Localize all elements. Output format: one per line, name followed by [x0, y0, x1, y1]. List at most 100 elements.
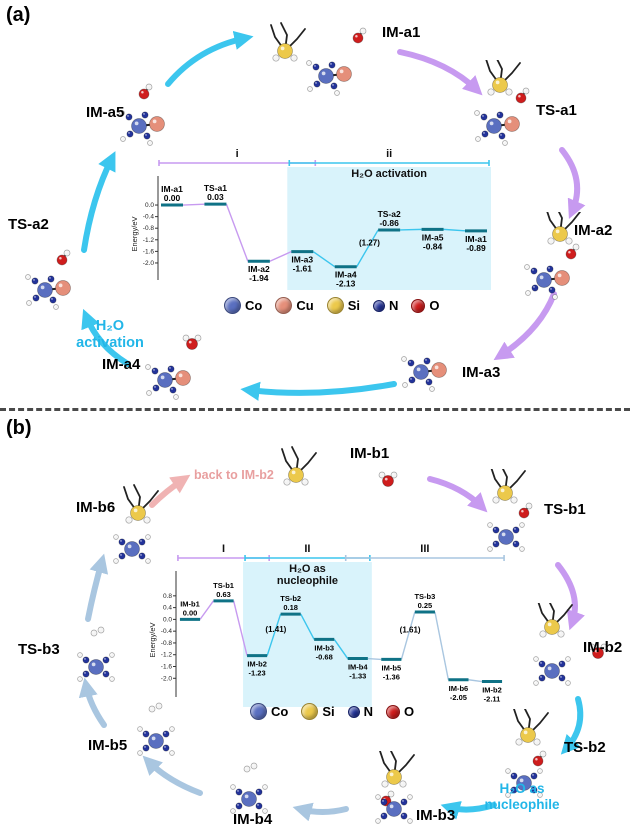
region-title: H₂O activation — [351, 168, 427, 180]
level-energy: -1.94 — [249, 273, 269, 283]
region-label: III — [420, 543, 429, 555]
molecule-label-TS-a2: TS-a2 — [8, 216, 49, 233]
water-glyph — [588, 643, 608, 659]
level-name: IM-a3 — [291, 255, 313, 265]
molecule-IM-a1 — [270, 22, 367, 96]
legend-label: Cu — [296, 298, 314, 313]
connector — [400, 611, 416, 660]
shaded-region — [243, 562, 372, 707]
oh-glyph — [515, 87, 530, 104]
region-label: II — [304, 543, 310, 555]
legend-label: Si — [322, 704, 335, 719]
connector — [232, 600, 248, 656]
CoCuN-glyph — [306, 60, 352, 96]
level-energy: -1.61 — [293, 264, 313, 274]
o-sphere-icon — [411, 298, 426, 313]
o-sphere-icon — [386, 704, 401, 719]
y-tick-label: -1.6 — [161, 664, 173, 671]
level-energy: -0.86 — [379, 218, 399, 228]
legend-label: N — [363, 704, 374, 719]
molecule-label-IM-b4: IM-b4 — [233, 811, 273, 824]
connector — [468, 679, 483, 683]
CoCuN-glyph — [401, 356, 447, 392]
h2o-nucleophile-annotation: H₂O as nucleophile — [472, 781, 572, 812]
barrier-label: (1.61) — [400, 626, 421, 635]
cu-sphere-icon — [275, 297, 293, 314]
molecule-label-TS-b1: TS-b1 — [544, 501, 586, 518]
connector — [300, 613, 315, 640]
level-energy: -0.68 — [316, 652, 333, 661]
level-name: IM-a1 — [465, 234, 487, 244]
legend-label: Co — [271, 704, 289, 719]
molecule-label-IM-a2: IM-a2 — [574, 222, 613, 239]
CoN-glyph — [505, 768, 543, 798]
connector — [266, 613, 282, 656]
si-sphere-icon — [326, 297, 344, 314]
molecule-IM-b1 — [281, 446, 398, 487]
y-axis-label: Energy/eV — [148, 622, 157, 657]
region-bracket — [344, 555, 505, 561]
legend-item-Co: Co — [250, 703, 288, 720]
legend-label: N — [388, 298, 399, 313]
level-energy: 0.18 — [283, 603, 298, 612]
legend-item-Si: Si — [301, 703, 335, 720]
molecule-TS-b2 — [505, 709, 549, 798]
level-energy: -2.11 — [484, 695, 501, 704]
oh-glyph — [138, 83, 153, 100]
oh-glyph — [352, 27, 367, 44]
oh-glyph — [518, 502, 533, 519]
CoN-glyph — [77, 652, 115, 682]
silyl-glyph — [485, 60, 521, 96]
y-tick-label: -2.0 — [143, 260, 155, 267]
region-title: H₂O as — [289, 563, 326, 575]
region-label: I — [222, 543, 225, 555]
level-name: IM-b2 — [247, 660, 267, 669]
legend-item-Cu: Cu — [275, 297, 314, 314]
level-energy: 0.03 — [207, 192, 224, 202]
panel-b-label: (b) — [6, 417, 32, 439]
level-name: TS-b1 — [213, 581, 234, 590]
silyl-glyph — [546, 212, 581, 245]
molecule-IM-b4 — [230, 762, 268, 814]
CoCuN-glyph — [474, 110, 520, 146]
molecule-label-IM-a1: IM-a1 — [382, 24, 421, 41]
y-tick-label: -0.8 — [143, 225, 155, 232]
molecule-label-IM-a4: IM-a4 — [102, 356, 141, 373]
molecule-IM-a3 — [401, 356, 447, 392]
y-tick-label: -0.8 — [161, 640, 173, 647]
molecule-IM-b2 — [533, 603, 608, 686]
level-name: TS-b3 — [414, 592, 435, 601]
CoCuN-glyph — [119, 110, 165, 146]
y-axis-label: Energy/eV — [130, 216, 139, 251]
connector — [199, 600, 215, 620]
n-sphere-icon — [347, 705, 360, 718]
connector — [225, 203, 249, 262]
legend-label: O — [429, 298, 440, 313]
n-sphere-icon — [372, 299, 385, 312]
legend-item-Co: Co — [224, 297, 262, 314]
connector — [182, 203, 205, 206]
region-title: nucleophile — [277, 575, 338, 587]
level-name: IM-b5 — [382, 663, 402, 672]
silyl-glyph — [537, 603, 573, 638]
level-name: IM-a2 — [248, 264, 270, 274]
level-name: TS-b2 — [280, 594, 301, 603]
level-energy: 0.25 — [418, 601, 433, 610]
connector — [269, 251, 292, 262]
legend-item-N: N — [372, 298, 399, 313]
level-energy: -1.33 — [349, 672, 366, 681]
CoCuN-glyph — [524, 264, 570, 300]
arrow-IM-b3-to-IM-b4 — [292, 802, 349, 822]
level-name: IM-b2 — [482, 686, 502, 695]
level-name: TS-a2 — [378, 209, 401, 219]
level-name: TS-a1 — [204, 183, 227, 193]
y-tick-label: 0.0 — [145, 202, 154, 209]
level-energy: 0.00 — [183, 608, 198, 617]
molecule-IM-a2 — [524, 212, 581, 300]
connector — [312, 251, 336, 268]
connector — [356, 229, 379, 268]
barrier-label: (1.27) — [359, 238, 380, 247]
